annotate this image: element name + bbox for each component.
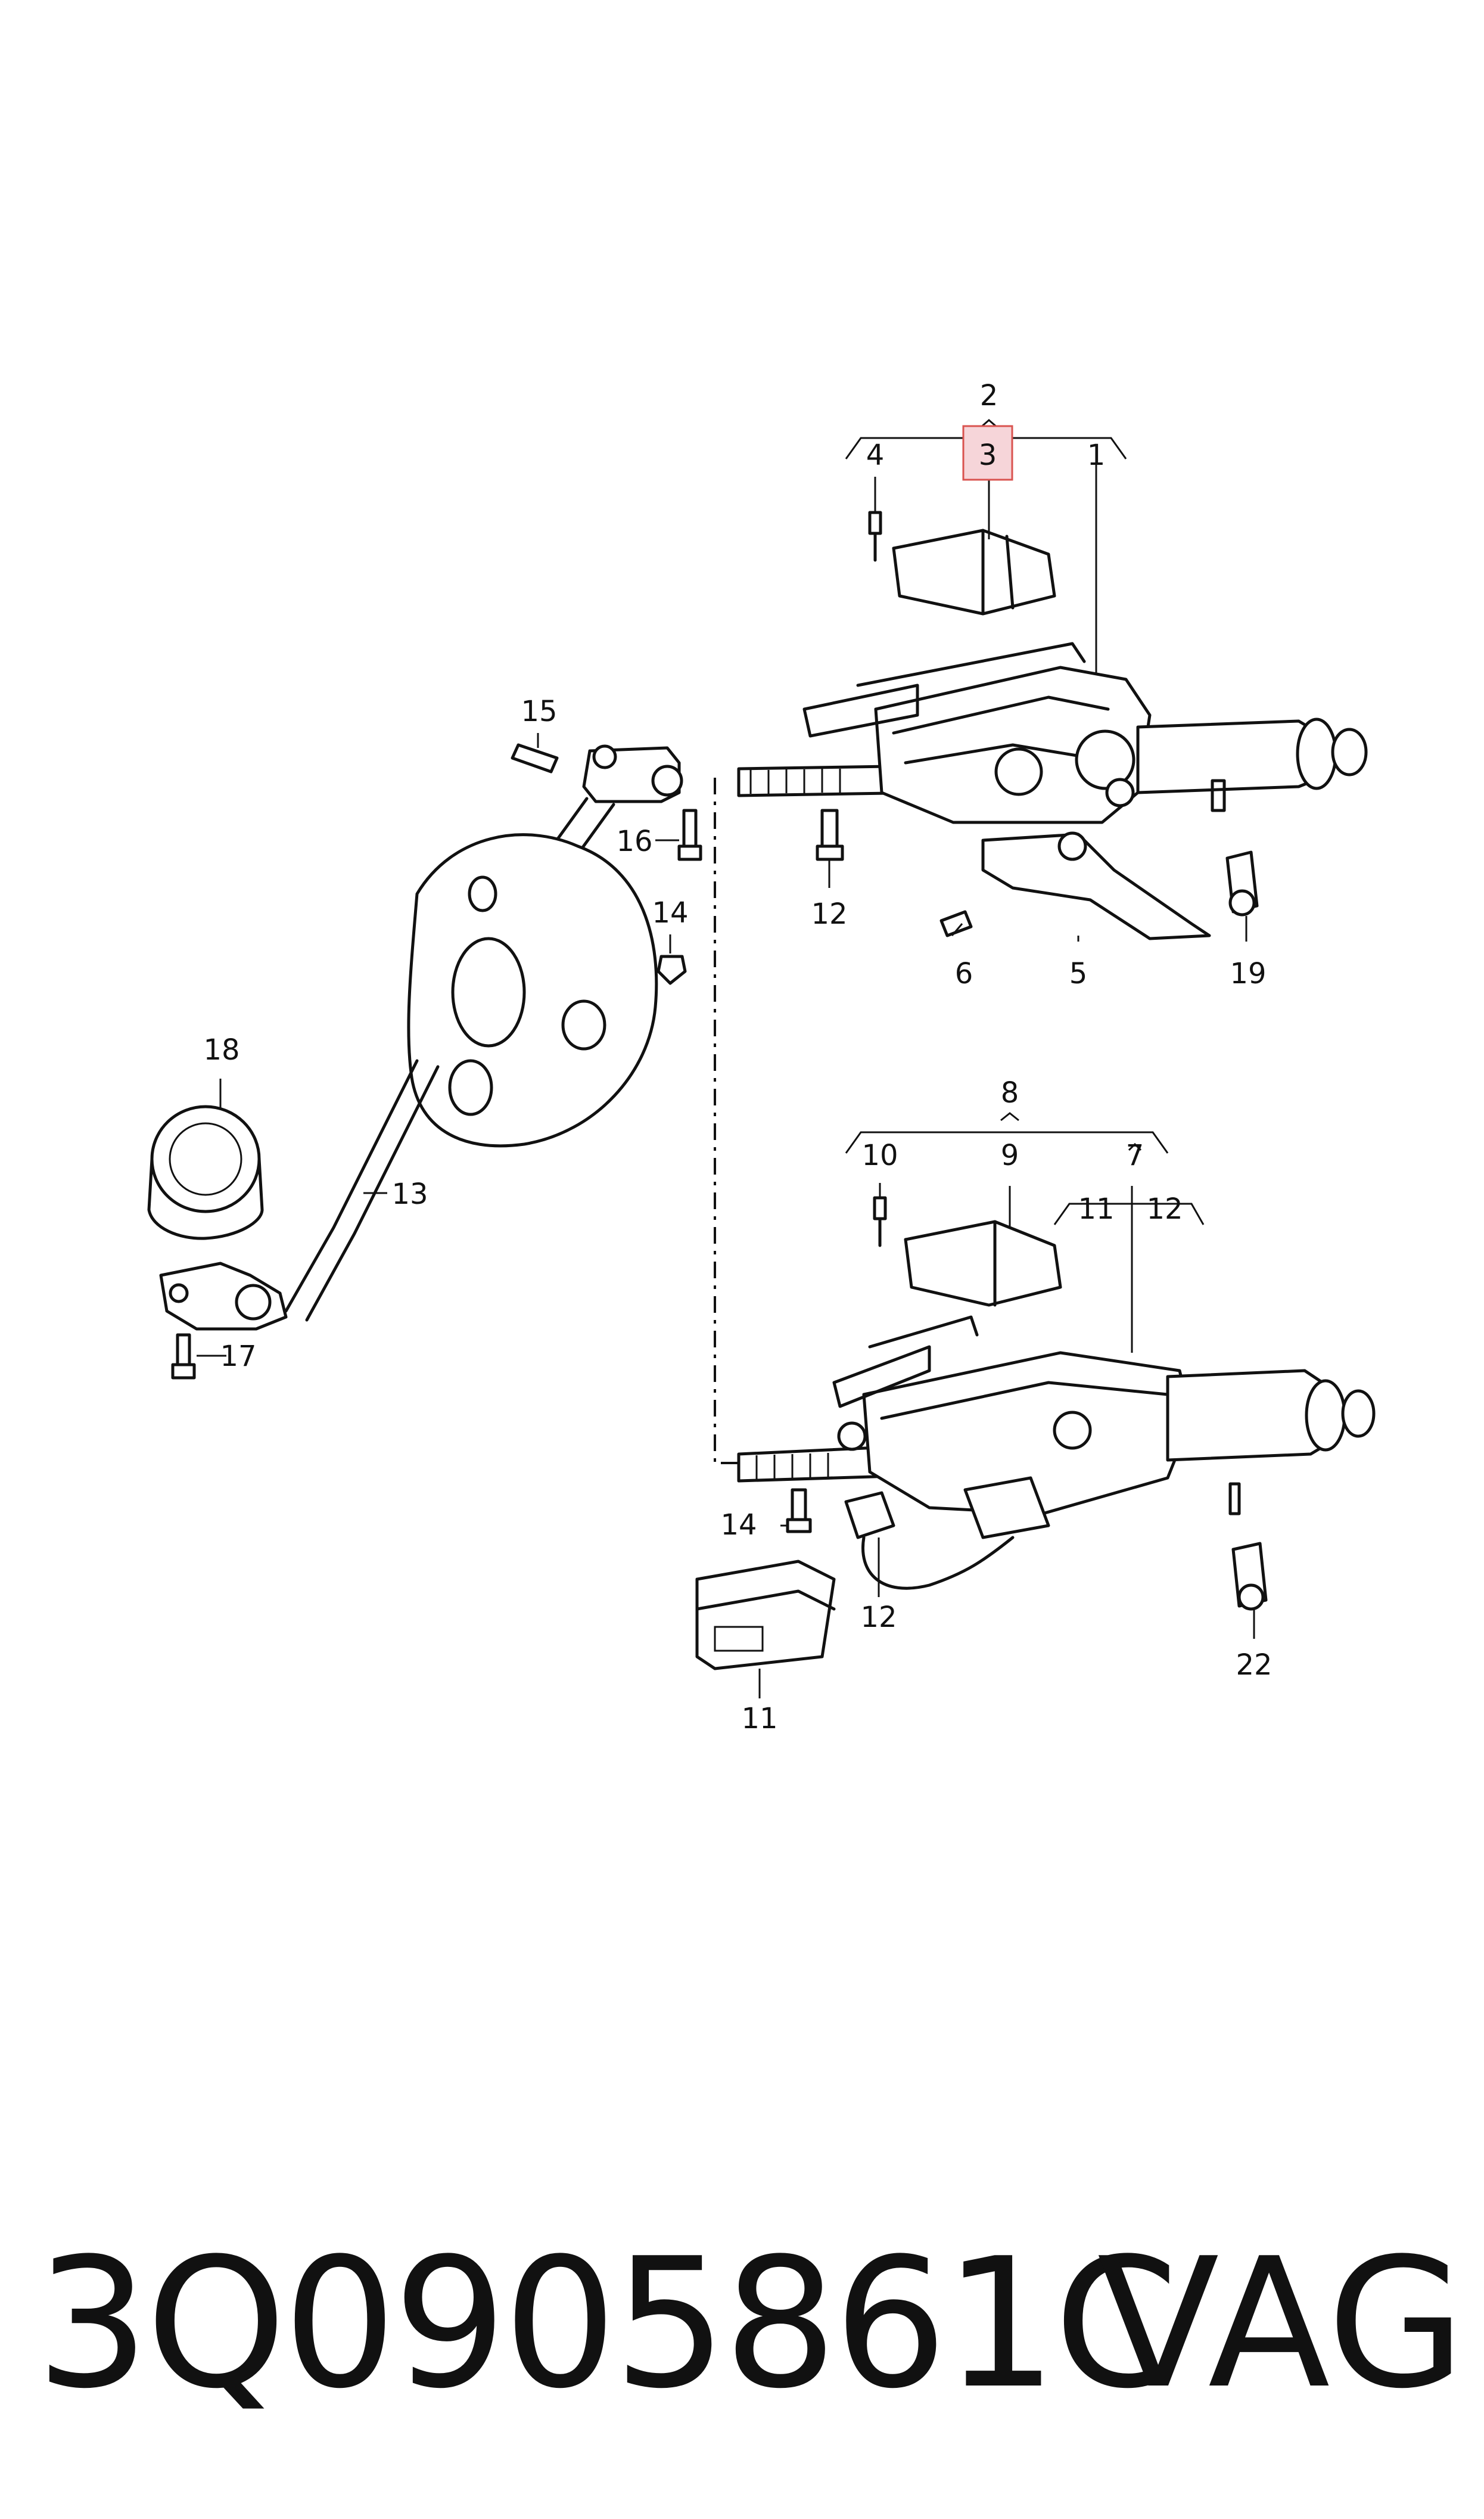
- callout-19: 17: [220, 1340, 256, 1373]
- brand-name: VAG: [1097, 2220, 1466, 2428]
- callout-21: 19: [1230, 957, 1266, 990]
- callout-22: 22: [1236, 1648, 1272, 1682]
- callout-2: 2: [980, 379, 998, 412]
- callout-1: 1: [1087, 439, 1106, 472]
- callout-labels: 2 3 4 1 15 16 12 6 5 19 14 18 13 17 8 10…: [203, 379, 1272, 1735]
- callout-8: 8: [1001, 1076, 1019, 1110]
- leader-lines: [197, 419, 1255, 1698]
- footer-caption: 3Q0905861C VAG: [36, 2205, 1466, 2443]
- callout-11-bottom: 11: [741, 1702, 777, 1735]
- callout-16: 14: [652, 896, 688, 930]
- callout-12-bottom: 12: [860, 1601, 897, 1634]
- callout-11-top: 11: [1078, 1192, 1114, 1226]
- callout-4: 4: [866, 439, 885, 472]
- callout-5: 5: [1069, 957, 1088, 990]
- callout-6: 6: [955, 957, 973, 990]
- callout-7: 7: [1126, 1139, 1144, 1172]
- lower-steering-column: [695, 1196, 1376, 1670]
- callout-20: 18: [203, 1033, 239, 1067]
- callout-13: 12: [811, 897, 847, 931]
- callout-15: 13: [391, 1178, 428, 1211]
- part-number: 3Q0905861C: [36, 2220, 1179, 2428]
- callout-14: 14: [720, 1508, 757, 1542]
- intermediate-shaft: [147, 743, 702, 1380]
- callout-18: 16: [616, 825, 652, 858]
- upper-steering-column: [737, 511, 1368, 940]
- callout-12-top: 12: [1146, 1192, 1183, 1226]
- callout-9: 9: [1001, 1139, 1019, 1172]
- callout-3-highlight: [962, 425, 1013, 481]
- callout-3: 3: [979, 439, 997, 472]
- assembly-reference-line: [714, 778, 745, 1464]
- callout-10: 10: [861, 1139, 898, 1172]
- callout-17: 15: [521, 695, 557, 728]
